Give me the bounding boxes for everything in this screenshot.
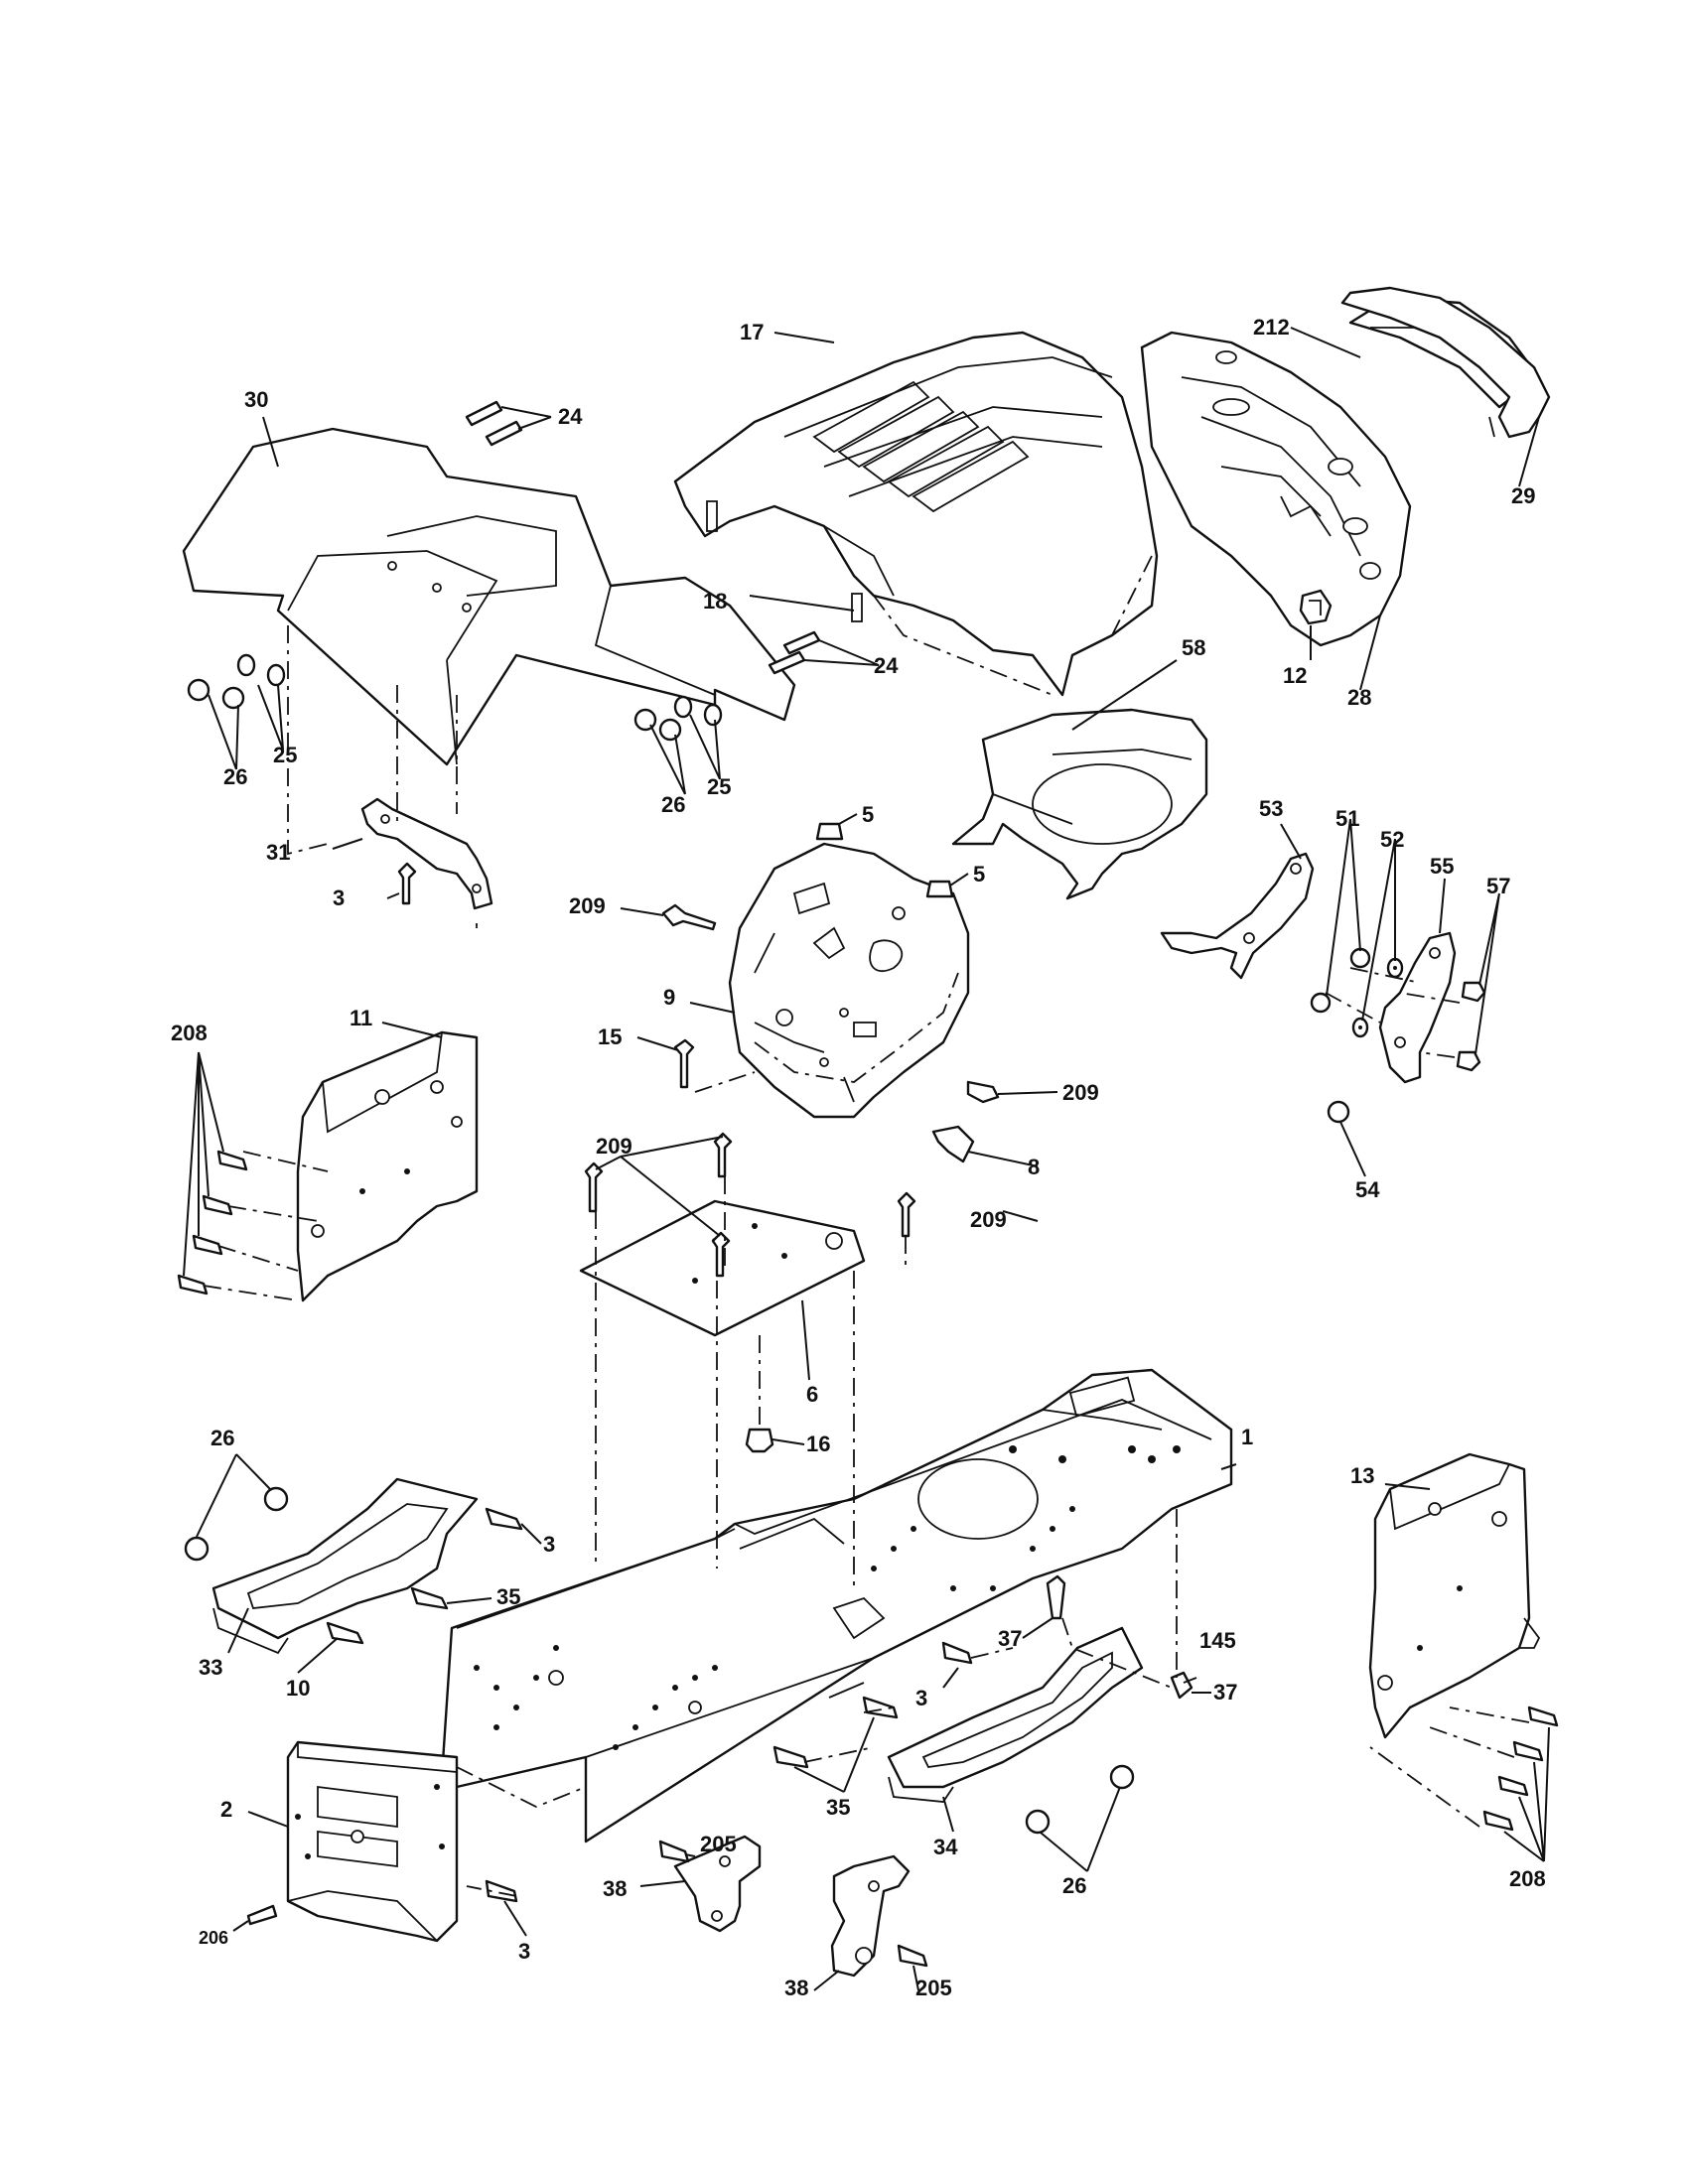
callout-26-right-footrest: 26 — [1062, 1873, 1086, 1898]
part-13-side-panel — [1368, 1452, 1541, 1739]
part-5-grommets — [815, 822, 954, 898]
part-12-clip — [1299, 589, 1333, 625]
callout-3-center: 3 — [915, 1686, 927, 1710]
hardware-57-bolts — [1456, 981, 1486, 1072]
callout-1: 1 — [1241, 1425, 1253, 1449]
callout-3-bottom: 3 — [518, 1939, 530, 1964]
callout-37-top: 37 — [998, 1626, 1022, 1651]
callout-33: 33 — [199, 1655, 222, 1680]
callout-9: 9 — [663, 985, 675, 1010]
callout-12: 12 — [1283, 663, 1307, 688]
part-29-grille-strip — [1340, 286, 1551, 439]
callout-26-left: 26 — [223, 764, 247, 789]
callout-28: 28 — [1347, 685, 1371, 710]
callout-25-left: 25 — [273, 743, 297, 767]
frame-holes — [474, 1445, 1181, 1750]
callout-35-center: 35 — [826, 1795, 850, 1820]
hardware-bolts — [177, 400, 1559, 1968]
part-17-hood — [673, 331, 1159, 697]
callout-26-footrest: 26 — [210, 1426, 234, 1450]
callout-labels: 30 24 17 212 29 18 12 28 24 25 26 25 26 … — [171, 315, 1546, 2000]
callout-209-right: 209 — [1062, 1080, 1099, 1105]
callout-53: 53 — [1259, 796, 1283, 821]
part-28-dash-panel — [1140, 331, 1412, 647]
callout-5-top: 5 — [862, 802, 874, 827]
part-58-heat-shield — [951, 708, 1208, 900]
callout-209-left: 209 — [569, 893, 606, 918]
callout-145: 145 — [1199, 1628, 1236, 1653]
callout-17: 17 — [740, 320, 764, 344]
callout-57: 57 — [1486, 874, 1510, 898]
part-2-front-bracket — [286, 1740, 459, 1943]
part-53-bracket — [1160, 852, 1315, 980]
callout-37-right: 37 — [1213, 1680, 1237, 1705]
callout-55: 55 — [1430, 854, 1454, 879]
callout-31: 31 — [266, 840, 290, 865]
part-8-clip — [931, 1125, 975, 1163]
callout-18: 18 — [703, 589, 727, 614]
callout-10: 10 — [286, 1676, 310, 1701]
part-9-firewall — [728, 842, 970, 1119]
part-1-main-frame — [440, 1368, 1233, 1843]
hardware-54-nut — [1327, 1100, 1350, 1124]
part-38-bracket-left — [673, 1835, 762, 1933]
hardware-51-nuts — [1310, 947, 1371, 1014]
part-30-fender — [182, 427, 796, 766]
callout-16: 16 — [806, 1432, 830, 1456]
callout-25-right: 25 — [707, 774, 731, 799]
callout-208-right: 208 — [1509, 1866, 1546, 1891]
callout-38-right: 38 — [784, 1976, 808, 2000]
callout-208-left: 208 — [171, 1021, 208, 1045]
callout-205-bottom: 205 — [915, 1976, 952, 2000]
callout-209-center: 209 — [596, 1134, 632, 1159]
callout-58: 58 — [1182, 635, 1205, 660]
leader-lines — [183, 327, 1550, 1991]
callout-13: 13 — [1350, 1463, 1374, 1488]
hardware-25-26 — [187, 653, 723, 742]
hood-vent-slots — [812, 380, 1030, 513]
part-33-footrest — [211, 1477, 479, 1655]
callout-15: 15 — [598, 1024, 622, 1049]
callout-30: 30 — [244, 387, 268, 412]
part-55-bracket — [1378, 931, 1457, 1084]
callout-54: 54 — [1355, 1177, 1380, 1202]
callout-212: 212 — [1253, 315, 1290, 340]
callout-24-top: 24 — [558, 404, 583, 429]
callout-11: 11 — [350, 1006, 372, 1030]
callout-3-top: 3 — [333, 886, 345, 910]
part-38-bracket-right — [830, 1854, 911, 1978]
part-11-side-panel — [296, 1030, 479, 1302]
callout-5-right: 5 — [973, 862, 985, 887]
callout-2: 2 — [220, 1797, 232, 1822]
callout-26-right: 26 — [661, 792, 685, 817]
callout-6: 6 — [806, 1382, 818, 1407]
callout-8: 8 — [1028, 1155, 1040, 1179]
assembly-center-lines — [203, 625, 1530, 1897]
callout-29: 29 — [1511, 483, 1535, 508]
callout-3-footrest: 3 — [543, 1532, 555, 1557]
callout-38-left: 38 — [603, 1876, 627, 1901]
callout-205-top: 205 — [700, 1832, 737, 1856]
callout-209-lower: 209 — [970, 1207, 1007, 1232]
part-31-bracket — [360, 797, 493, 910]
part-34-footrest — [887, 1626, 1144, 1803]
callout-24-right: 24 — [874, 653, 899, 678]
callout-35-left: 35 — [496, 1584, 520, 1609]
callout-52: 52 — [1380, 827, 1404, 852]
callout-34: 34 — [933, 1835, 958, 1859]
callout-206: 206 — [199, 1928, 228, 1948]
callout-51: 51 — [1335, 806, 1359, 831]
